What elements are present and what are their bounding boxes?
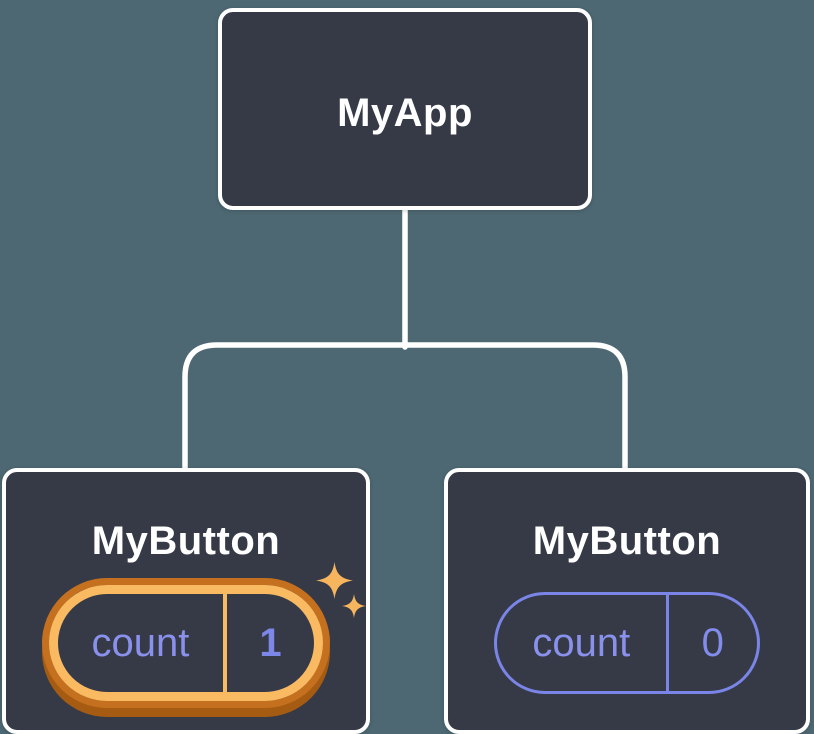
node-mybutton-highlighted-label: MyButton — [91, 519, 281, 563]
state-value-number: 0 — [701, 620, 724, 665]
node-mybutton-default: MyButton count 0 — [444, 468, 810, 734]
node-mybutton-highlighted: MyButton count 1 — [2, 468, 370, 734]
state-key: count — [58, 594, 227, 692]
state-key-label: count — [532, 620, 631, 665]
state-value-number: 1 — [259, 620, 282, 665]
sparkles-icon — [316, 562, 366, 618]
state-value: 1 — [227, 594, 314, 692]
state-pill-default: count 0 — [494, 592, 760, 694]
node-mybutton-default-label: MyButton — [532, 519, 722, 563]
state-value: 0 — [669, 595, 757, 691]
node-myapp: MyApp — [218, 8, 592, 210]
node-myapp-label: MyApp — [337, 91, 473, 135]
state-key: count — [497, 595, 669, 691]
state-key-label: count — [91, 620, 190, 665]
state-pill-highlighted: count 1 — [49, 585, 323, 701]
